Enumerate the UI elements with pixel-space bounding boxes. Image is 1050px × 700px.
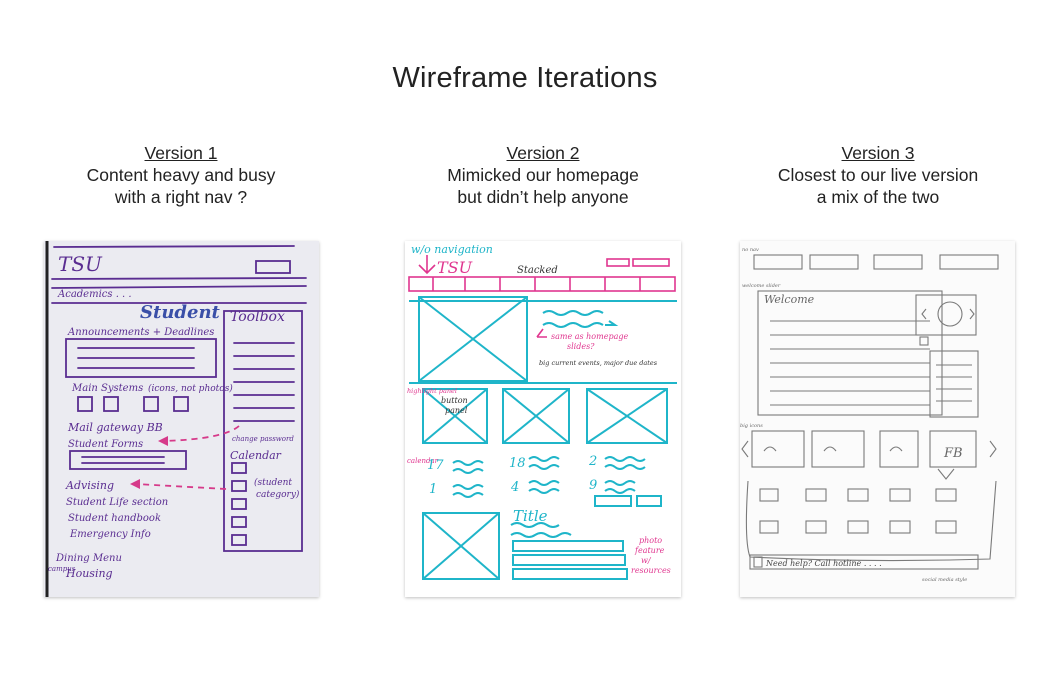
sketch1-emergency: Emergency Info [69, 529, 151, 540]
sketch3-footnote: social media style [922, 577, 967, 583]
sketch2-logo: TSU [437, 258, 473, 277]
sketch1-student-life: Student Life section [66, 497, 168, 508]
version-1-label: Version 1 [144, 143, 218, 163]
sketch2-day-18: 18 [509, 456, 526, 471]
version-2-line1: Mimicked our homepage [447, 165, 639, 185]
sketch1-toolbox: Toolbox [230, 309, 285, 325]
sketch-1-drawing: TSU Academics . . . Student Toolbox Anno… [45, 241, 307, 597]
version-3-heading: Version 3 Closest to our live version a … [728, 142, 1028, 208]
sketch2-calendar: calendar [407, 457, 439, 465]
sketch1-academics: Academics . . . [57, 289, 132, 300]
sketch-2-drawing: w/o navigation TSU Stacked same as homep… [407, 243, 677, 580]
sketch2-same-home: same as homepage [551, 332, 628, 341]
sketch2-with: w/ [641, 556, 652, 565]
sketch3-fb: FB [943, 446, 963, 461]
sketch1-student-category-2: category) [256, 489, 300, 500]
sketch2-title: Title [513, 507, 548, 525]
sketch1-housing: Housing [65, 567, 113, 580]
sketch1-student-forms: Student Forms [68, 439, 143, 450]
sketch3-nav-label: no nav [742, 247, 759, 253]
wireframe-sketch-version-3: no nav welcome slider Welcome FB big ico… [740, 241, 1015, 597]
version-1-line2: with a right nav ? [114, 187, 248, 207]
sketch2-panel: panel [445, 406, 468, 415]
sketch2-day-17: 17 [427, 458, 444, 473]
sketch1-campus: campus [48, 565, 76, 573]
sketch2-day-2: 2 [588, 454, 597, 469]
version-1-heading: Version 1 Content heavy and busy with a … [31, 142, 331, 208]
wireframe-sketch-version-1: TSU Academics . . . Student Toolbox Anno… [44, 241, 319, 597]
sketch-3-drawing: no nav welcome slider Welcome FB big ico… [740, 247, 999, 583]
sketch2-highlight: highlight panel [407, 387, 457, 395]
sketch1-student-category-1: (student [254, 477, 292, 488]
sketch1-handbook: Student handbook [68, 513, 161, 524]
version-3-label: Version 3 [841, 143, 915, 163]
sketch2-day-4: 4 [510, 480, 519, 495]
version-3-line1: Closest to our live version [777, 165, 979, 185]
sketch1-announcements: Announcements + Deadlines [67, 327, 214, 338]
sketch3-welcome: Welcome [764, 293, 815, 306]
sketch2-big-events: big current events, major due dates [539, 359, 658, 367]
sketch2-day-1: 1 [429, 482, 437, 497]
wireframe-sketch-version-2: w/o navigation TSU Stacked same as homep… [405, 241, 681, 597]
page-title: Wireframe Iterations [392, 62, 658, 94]
sketch2-photo: photo [639, 536, 662, 545]
sketch2-stacked: Stacked [517, 265, 558, 276]
sketch1-mail: Mail gateway BB [67, 421, 163, 434]
version-2-line2: but didn’t help anyone [457, 187, 629, 207]
version-2-heading: Version 2 Mimicked our homepage but didn… [393, 142, 693, 208]
sketch3-help: Need help? Call hotline . . . . [765, 559, 882, 568]
sketch3-slider-label: welcome slider [742, 283, 781, 289]
sketch2-feature: feature [634, 546, 665, 555]
version-2-label: Version 2 [506, 143, 580, 163]
sketch1-change-password: change password [232, 435, 294, 443]
sketch1-icons-note: (icons, not photos) [148, 383, 233, 394]
sketch1-dining: Dining Menu [55, 553, 122, 564]
sketch3-row-label: big icons [740, 423, 763, 429]
sketch2-slides: slides? [567, 342, 595, 351]
sketch1-main-systems: Main Systems [71, 383, 143, 394]
sketch2-button: button [441, 396, 468, 405]
sketch1-logo: TSU [58, 252, 103, 276]
sketch1-student: Student [140, 302, 221, 323]
sketch2-resources: resources [631, 566, 671, 575]
version-1-line1: Content heavy and busy [86, 165, 276, 185]
sketch1-advising: Advising [65, 479, 114, 492]
sketch2-no-nav: w/o navigation [411, 243, 493, 256]
sketch1-calendar: Calendar [230, 449, 282, 462]
version-3-line2: a mix of the two [816, 187, 940, 207]
sketch2-day-9: 9 [589, 478, 597, 493]
